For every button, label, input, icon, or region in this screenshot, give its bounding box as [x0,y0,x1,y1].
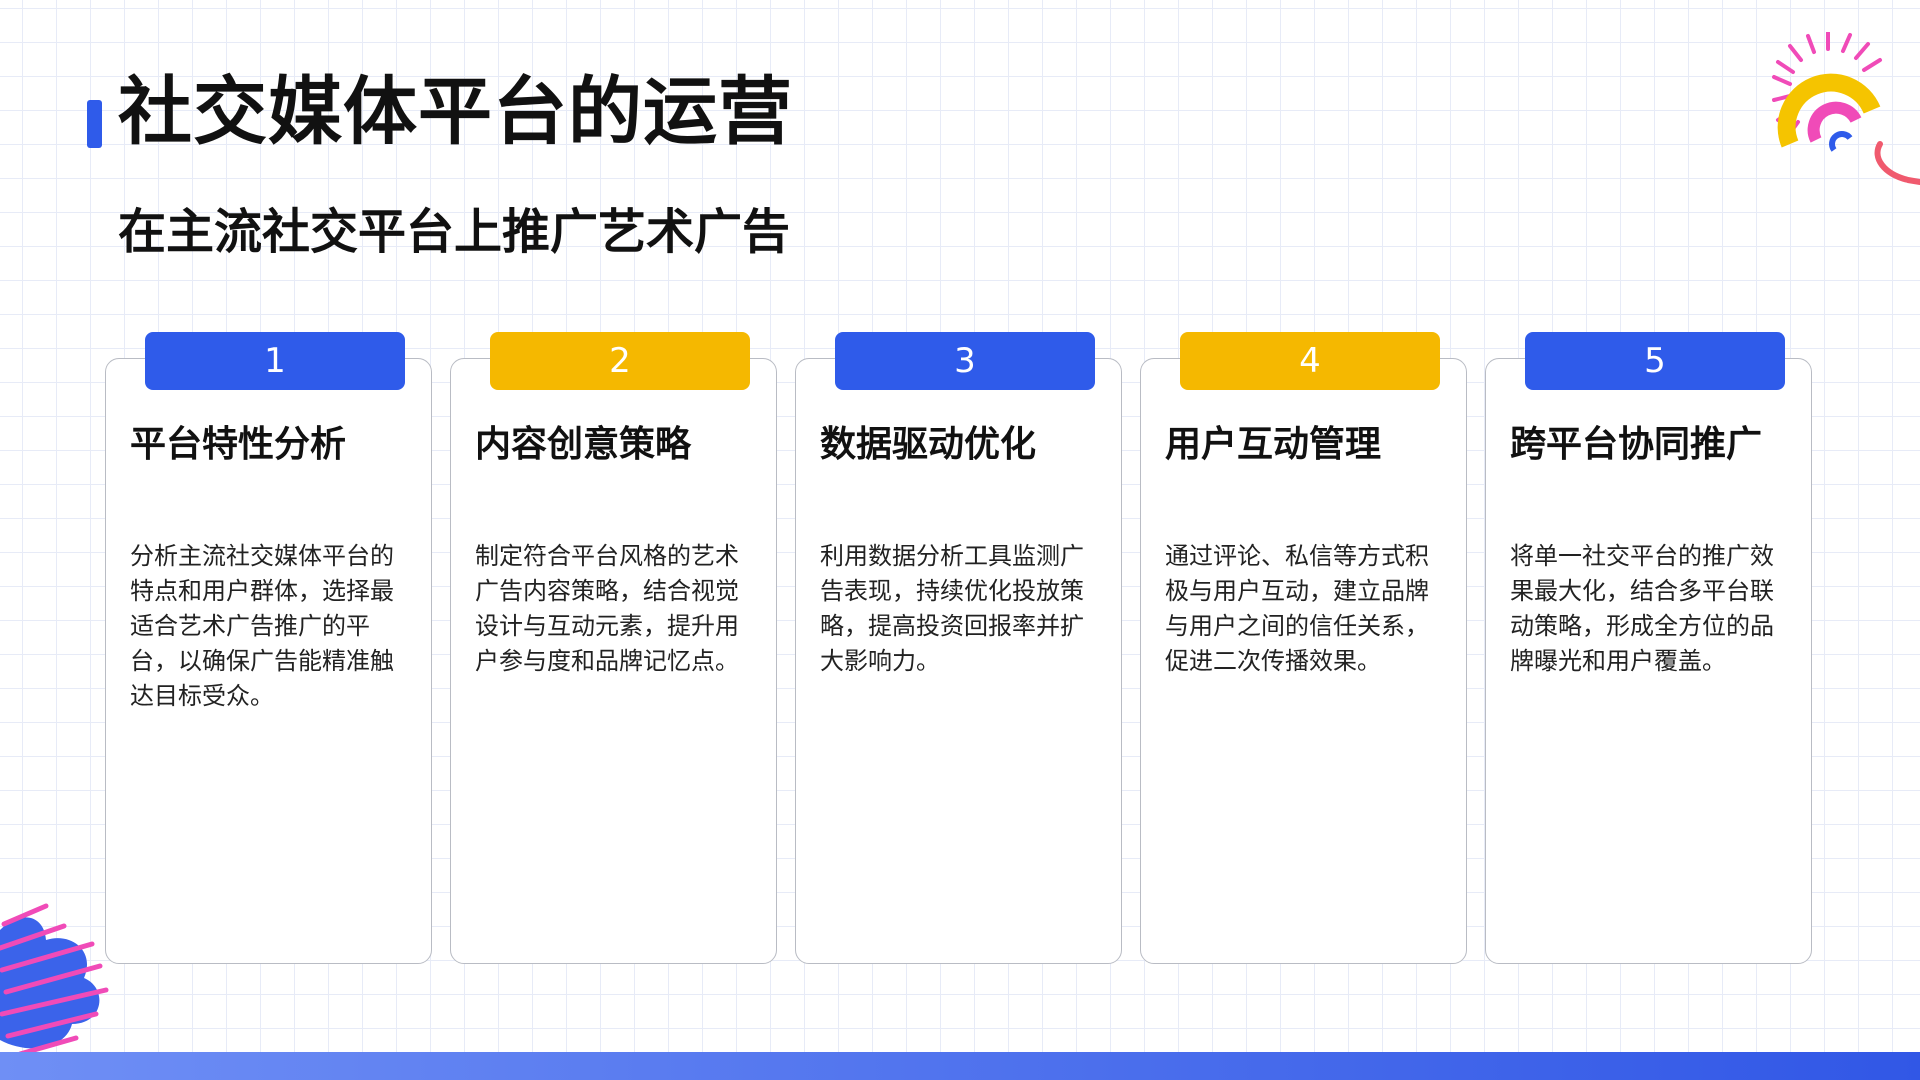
card-title: 跨平台协同推广 [1510,424,1763,465]
card-description: 制定符合平台风格的艺术广告内容策略，结合视觉设计与互动元素，提升用户参与度和品牌… [475,542,739,675]
card-number-tab: 2 [490,332,750,390]
page-subtitle: 在主流社交平台上推广艺术广告 [118,204,791,260]
card-number-tab: 1 [145,332,405,390]
card-data-optimization: 3 数据驱动优化 利用数据分析工具监测广告表现，持续优化投放策略，提高投资回报率… [795,332,1122,964]
card-description: 通过评论、私信等方式积极与用户互动，建立品牌与用户之间的信任关系，促进二次传播效… [1165,542,1429,675]
card-number-tab: 4 [1180,332,1440,390]
card-number-tab: 5 [1525,332,1785,390]
decorative-arc-icon [1772,32,1920,185]
card-title: 平台特性分析 [130,424,347,465]
card-description: 利用数据分析工具监测广告表现，持续优化投放策略，提高投资回报率并扩大影响力。 [820,542,1084,675]
card-title: 数据驱动优化 [820,424,1037,465]
title-accent-bar [87,100,102,148]
card-title: 内容创意策略 [475,424,692,465]
card-cross-platform: 5 跨平台协同推广 将单一社交平台的推广效果最大化，结合多平台联动策略，形成全方… [1485,332,1812,964]
card-description: 将单一社交平台的推广效果最大化，结合多平台联动策略，形成全方位的品牌曝光和用户覆… [1510,542,1774,675]
decorative-brush-icon [0,903,109,1057]
card-description: 分析主流社交媒体平台的特点和用户群体，选择最适合艺术广告推广的平台，以确保广告能… [130,542,394,710]
card-user-interaction: 4 用户互动管理 通过评论、私信等方式积极与用户互动，建立品牌与用户之间的信任关… [1140,332,1467,964]
bottom-accent-bar [0,1052,1920,1080]
card-platform-analysis: 1 平台特性分析 分析主流社交媒体平台的特点和用户群体，选择最适合艺术广告推广的… [105,332,432,964]
card-number-tab: 3 [835,332,1095,390]
card-title: 用户互动管理 [1165,424,1382,465]
page-title: 社交媒体平台的运营 [118,69,793,155]
card-content-strategy: 2 内容创意策略 制定符合平台风格的艺术广告内容策略，结合视觉设计与互动元素，提… [450,332,777,964]
